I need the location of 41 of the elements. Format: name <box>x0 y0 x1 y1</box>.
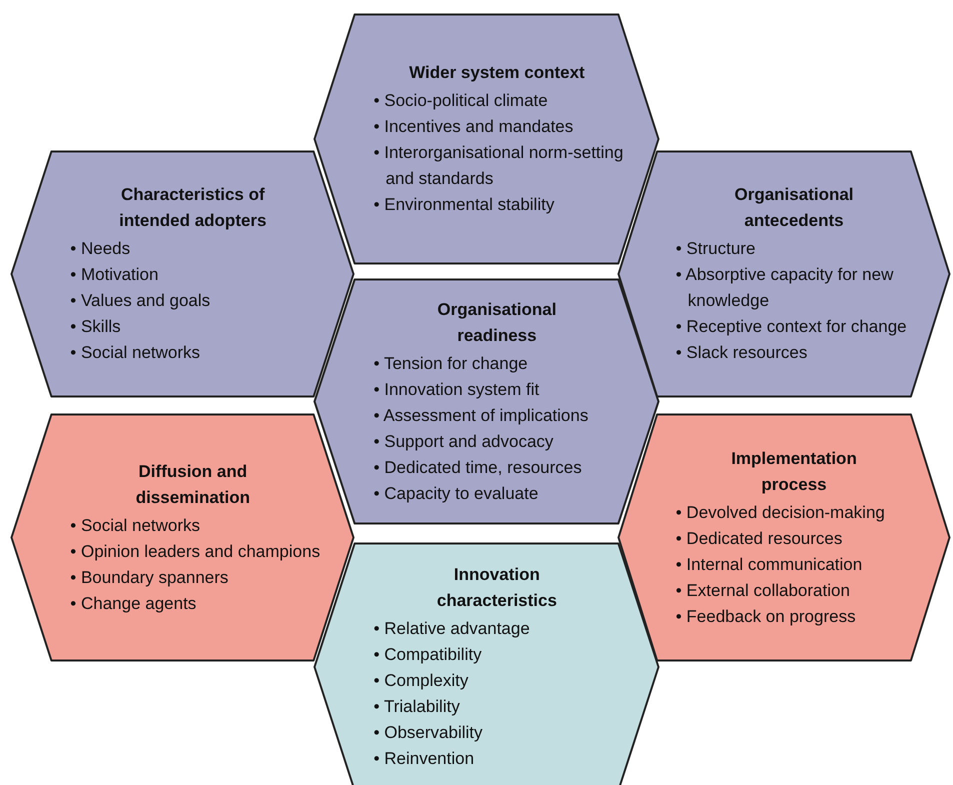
bullet-item: • Dedicated resources <box>676 528 844 550</box>
bullet-item: • Structure <box>676 238 756 260</box>
bullet-item: • Observability <box>374 722 484 744</box>
bullet-item: • Devolved decision-making <box>676 502 886 524</box>
bullet-item: • Internal communication <box>676 554 864 576</box>
bullet-item: • Tension for change <box>374 352 529 374</box>
bullet-item: • Complexity <box>374 670 470 692</box>
hexagon-heading: Diffusion and dissemination <box>134 460 251 508</box>
bullet-item: • Skills <box>70 316 122 338</box>
bullet-item: • Social networks <box>70 514 202 536</box>
bullet-item: • Feedback on progress <box>676 606 857 628</box>
hexagon-heading: Innovation characteristics <box>436 564 558 612</box>
hexagon-heading: Wider system context <box>409 62 585 84</box>
bullet-item: • Slack resources <box>676 342 808 364</box>
bullet-item: • Interorganisational norm-setting and standards <box>374 142 624 190</box>
hexagon-heading: Organisational readiness <box>436 298 558 346</box>
hexagon-heading: Characteristics of intended adopters <box>118 184 268 232</box>
bullet-item: • Motivation <box>70 264 160 286</box>
bullet-item: • Trialability <box>374 696 461 718</box>
bullet-item: • Receptive context for change <box>676 316 908 338</box>
bullet-item: • Opinion leaders and champions <box>70 540 322 562</box>
bullet-item: • Assessment of implications <box>374 404 590 426</box>
bullet-item: • Dedicated time, resources <box>374 456 583 478</box>
bullet-item: • External collaboration <box>676 580 851 602</box>
bullet-item: • Absorptive capacity for new knowledge <box>676 264 894 312</box>
bullet-item: • Social networks <box>70 342 202 364</box>
bullet-item: • Incentives and mandates <box>374 116 574 138</box>
hexagon-heading: Implementation process <box>730 448 858 496</box>
bullet-item: • Compatibility <box>374 644 483 666</box>
bullet-item: • Reinvention <box>374 748 476 770</box>
bullet-item: • Environmental stability <box>374 194 556 216</box>
bullet-item: • Needs <box>70 238 132 260</box>
bullet-item: • Support and advocacy <box>374 430 554 452</box>
bullet-item: • Capacity to evaluate <box>374 482 540 504</box>
bullet-item: • Socio-political climate <box>374 90 549 112</box>
bullet-item: • Relative advantage <box>374 618 531 640</box>
bullet-item: • Boundary spanners <box>70 566 230 588</box>
bullet-item: • Change agents <box>70 592 198 614</box>
bullet-item: • Values and goals <box>70 290 212 312</box>
bullet-item: • Innovation system fit <box>374 378 540 400</box>
hexagon-heading: Organisational antecedents <box>734 184 855 232</box>
